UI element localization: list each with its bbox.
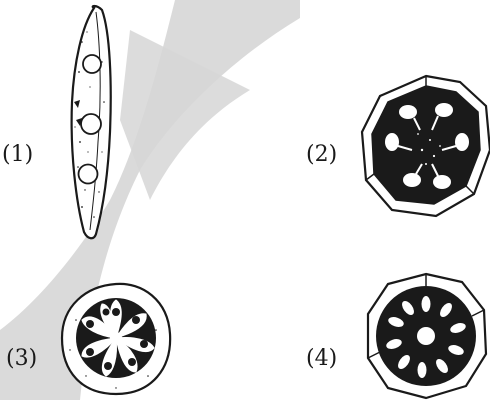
option-label-1: (1) xyxy=(2,144,33,166)
option-label-2: (2) xyxy=(306,144,337,166)
pod-longitudinal-illustration xyxy=(50,2,140,242)
option-label-4: (4) xyxy=(306,348,337,370)
ovary-cross-section-multilocular-dark xyxy=(362,270,490,400)
option-label-3: (3) xyxy=(6,348,37,370)
ovary-cross-section-multilocular-light xyxy=(56,280,176,398)
ovary-cross-section-three-locules xyxy=(356,70,490,220)
